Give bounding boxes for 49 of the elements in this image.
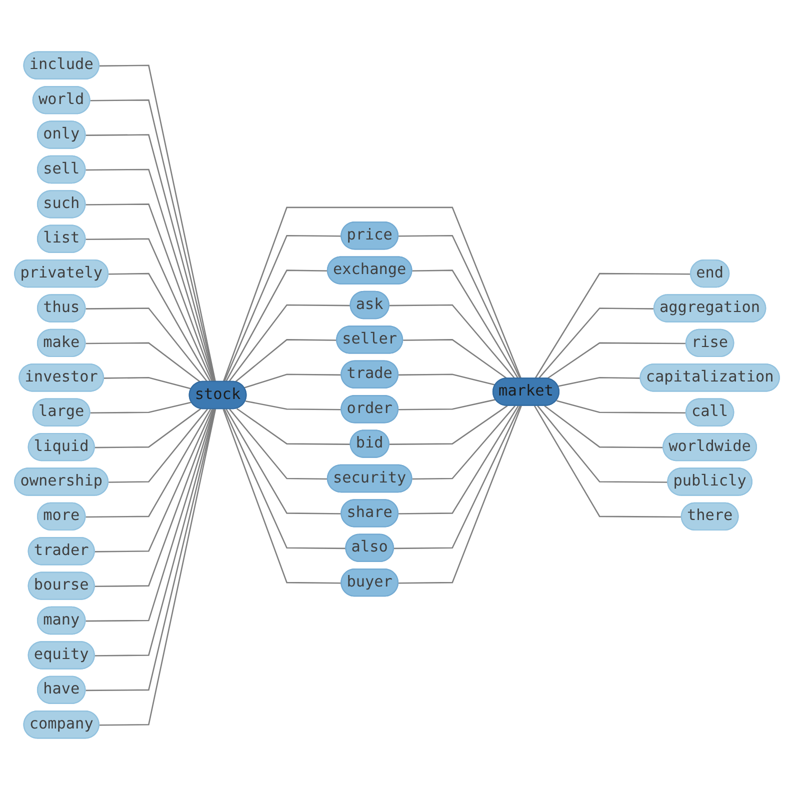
connector (90, 99, 216, 382)
connector (538, 308, 655, 380)
connector (546, 342, 687, 380)
connector (108, 272, 212, 382)
connector (558, 377, 641, 387)
connector (226, 408, 342, 514)
connector (534, 406, 682, 518)
connector (544, 405, 664, 448)
connector (94, 408, 214, 588)
connector (245, 400, 342, 410)
connector (94, 408, 216, 656)
connector (86, 408, 215, 622)
connector (398, 406, 522, 584)
connector (537, 405, 668, 483)
connector (222, 206, 522, 382)
connector (99, 64, 216, 382)
connector (556, 400, 687, 414)
connector (94, 408, 213, 552)
connector (398, 398, 496, 410)
connector (229, 408, 328, 480)
connector (228, 304, 351, 382)
connector (224, 408, 346, 550)
connector (86, 238, 213, 382)
connector (398, 406, 519, 514)
connector (108, 408, 208, 483)
connector (94, 408, 202, 448)
connector (398, 374, 496, 386)
connector (225, 270, 328, 382)
connector (86, 342, 202, 383)
connector (86, 408, 216, 692)
connector (534, 272, 692, 380)
connector (224, 234, 342, 382)
connector (236, 408, 351, 445)
connector (412, 270, 519, 380)
connector (90, 402, 192, 414)
connector (104, 377, 192, 390)
connector (389, 405, 508, 445)
connector (222, 408, 342, 584)
connector (234, 339, 338, 383)
connector (389, 304, 516, 380)
connector (398, 234, 521, 380)
connector (403, 339, 508, 380)
connector (86, 204, 214, 382)
connector (412, 405, 516, 480)
connector (86, 308, 208, 382)
connector (99, 408, 216, 726)
connector (394, 406, 521, 550)
connector (86, 408, 212, 518)
connector (244, 374, 342, 388)
